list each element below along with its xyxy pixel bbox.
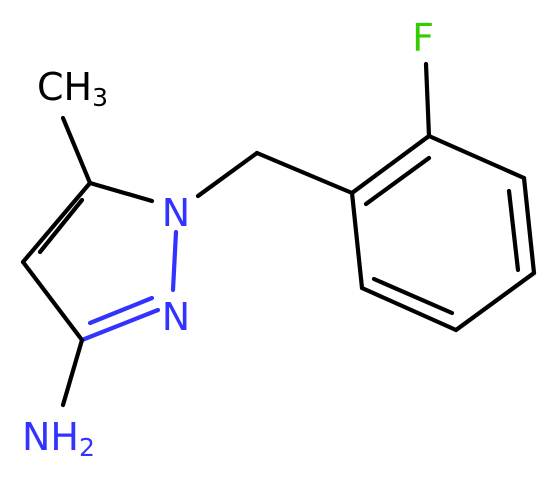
bond-c3-n2 xyxy=(79,307,161,343)
bond-c5-c4-inner xyxy=(37,197,85,255)
bond-b5-b6 xyxy=(359,285,459,333)
bond-b3-b4-inner xyxy=(506,188,521,273)
bond-ch2-ring xyxy=(254,150,355,196)
bond-b4-b5 xyxy=(453,270,537,333)
bond-b1-b2-inner xyxy=(363,155,432,207)
bond-n1-ch2 xyxy=(195,150,260,199)
bond-c3-nh2 xyxy=(60,337,85,408)
n1-label: N xyxy=(162,191,190,235)
bonds xyxy=(20,61,537,408)
bond-c5-c4 xyxy=(20,180,93,265)
fluorine-label: F xyxy=(412,16,434,60)
amine-label: NH2 xyxy=(22,415,95,462)
bond-c5-n1 xyxy=(87,180,155,204)
bond-b1-b2 xyxy=(349,133,432,196)
bond-n2-n1 xyxy=(170,229,179,293)
n2-label: N xyxy=(162,295,190,339)
bond-b5-b6-inner xyxy=(371,276,455,316)
atom-labels: CH3 F N N NH2 xyxy=(22,16,434,462)
bond-b6-b1 xyxy=(349,190,365,291)
bond-c4-c3 xyxy=(20,259,85,343)
bond-b2-f xyxy=(423,61,432,139)
bond-b2-b3 xyxy=(426,133,527,181)
bond-c3-n2-inner xyxy=(87,295,155,326)
bond-methyl-c5 xyxy=(60,115,93,186)
bond-b3-b4 xyxy=(521,175,537,276)
methyl-label: CH3 xyxy=(37,65,108,112)
